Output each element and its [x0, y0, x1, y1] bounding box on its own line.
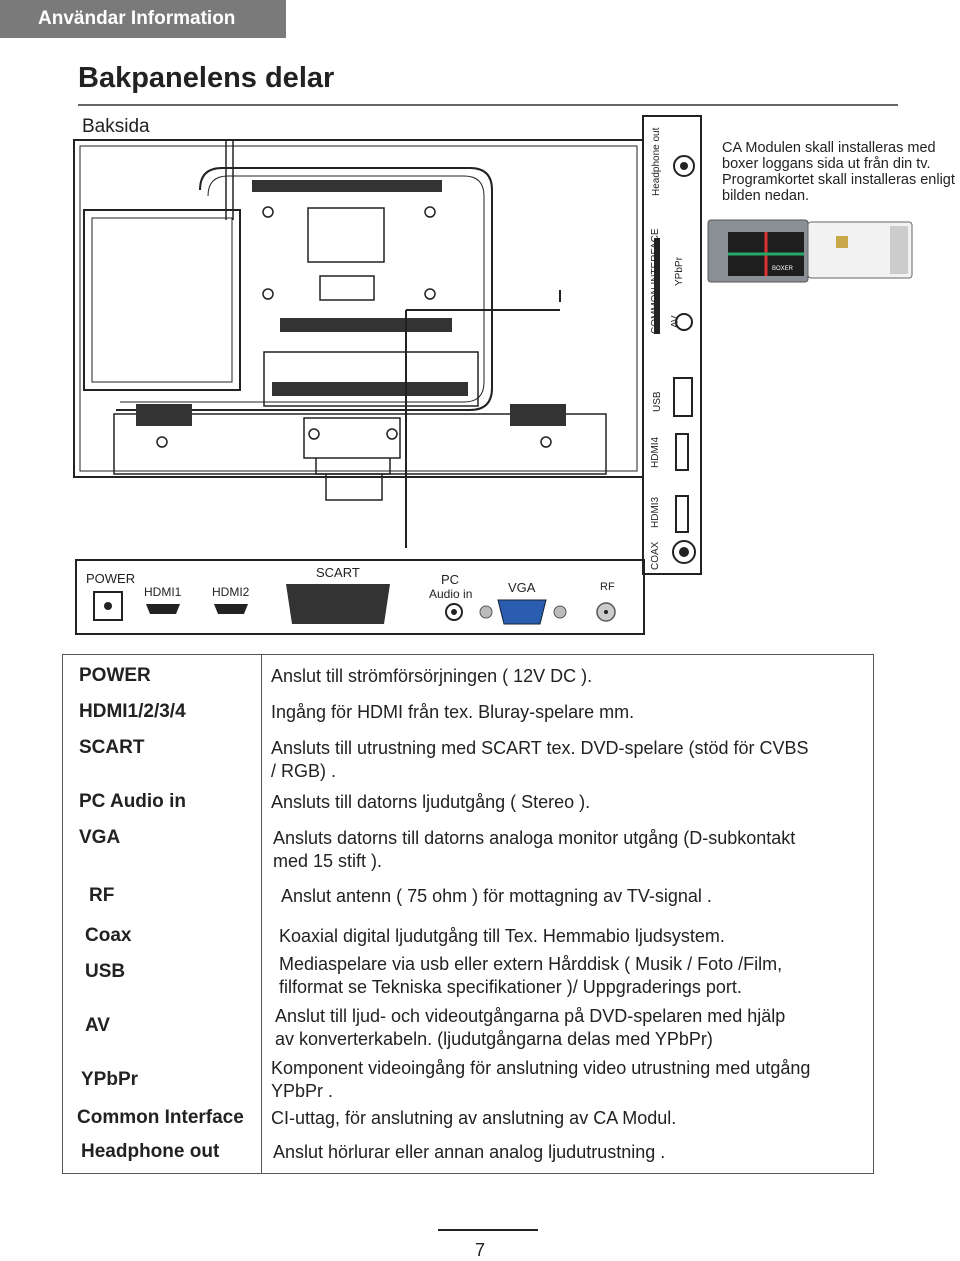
- connector-name: Headphone out: [81, 1141, 220, 1162]
- callout-lines: [405, 290, 561, 548]
- power-port-label: POWER: [86, 571, 135, 586]
- table-column-divider: [261, 655, 262, 1173]
- tv-rear-diagram: Headphone out COMMON INTERFACE YPbPr AV …: [73, 115, 913, 635]
- connector-name: VGA: [79, 827, 121, 848]
- connector-description: Anslut antenn ( 75 ohm ) för mottagning …: [281, 886, 712, 906]
- ca-module-note: CA Modulen skall installeras med boxer l…: [722, 140, 960, 204]
- connector-description: Koaxial digital ljudutgång till Tex. Hem…: [279, 926, 725, 946]
- connector-name: HDMI1/2/3/4: [79, 701, 186, 722]
- ci-module-illustration: BOXER: [707, 219, 913, 283]
- connector-description: Mediaspelare via usb eller extern Hårddi…: [279, 954, 783, 997]
- connector-name: YPbPr: [81, 1069, 139, 1090]
- section-header-tab: Användar Information: [0, 0, 286, 38]
- usb-label: USB: [652, 391, 663, 412]
- connector-description: Anslut till ljud- och videoutgångarna på…: [275, 1006, 786, 1049]
- headphone-out-label: Headphone out: [651, 127, 662, 196]
- screw-holes: [156, 206, 552, 448]
- connector-description: Komponent videoingång för anslutning vid…: [271, 1058, 811, 1101]
- scart-port-label: SCART: [316, 565, 360, 580]
- connector-name: SCART: [79, 737, 145, 758]
- vent-grilles: [136, 180, 566, 426]
- bottom-connector-panel: [75, 559, 645, 635]
- connector-description: Ansluts till datorns ljudutgång ( Stereo…: [271, 792, 591, 812]
- rf-port-label: RF: [600, 581, 615, 593]
- title-divider: [78, 104, 898, 106]
- ci-card-logo: BOXER: [772, 266, 794, 272]
- page-title: Bakpanelens delar: [78, 62, 335, 94]
- connector-description: Ansluts datorns till datorns analoga mon…: [273, 828, 796, 871]
- connector-description: Ansluts till utrustning med SCART tex. D…: [271, 738, 809, 781]
- connector-description: Anslut hörlurar eller annan analog ljudu…: [273, 1142, 666, 1162]
- ypbpr-label: YPbPr: [674, 256, 685, 286]
- audio-in-port-label: Audio in: [429, 587, 472, 601]
- connector-name: POWER: [79, 665, 151, 686]
- pc-port-label: PC: [441, 572, 459, 587]
- connector-name: PC Audio in: [79, 791, 186, 812]
- back-side-label: Baksida: [82, 116, 150, 137]
- connector-description: Anslut till strömförsörjningen ( 12V DC …: [271, 666, 593, 686]
- av-label: AV: [670, 315, 681, 328]
- connector-name: Common Interface: [77, 1107, 244, 1128]
- footer-rule: [438, 1229, 538, 1231]
- hdmi1-port-label: HDMI1: [144, 585, 182, 599]
- coax-label: COAX: [650, 541, 661, 570]
- hdmi2-port-label: HDMI2: [212, 585, 250, 599]
- ca-note-line: boxer loggans sida ut från din tv.: [722, 156, 931, 172]
- common-interface-label: COMMON INTERFACE: [650, 228, 661, 334]
- ca-note-line: CA Modulen skall installeras med: [722, 140, 936, 156]
- connector-name: AV: [85, 1015, 110, 1036]
- ca-note-line: Programkortet skall installeras enligt: [722, 172, 955, 188]
- vga-port-label: VGA: [508, 580, 536, 595]
- hdmi4-label: HDMI4: [650, 436, 661, 468]
- connector-name: Coax: [85, 925, 132, 946]
- ca-note-line: bilden nedan.: [722, 188, 810, 204]
- connector-description: CI-uttag, för anslutning av anslutning a…: [271, 1108, 677, 1128]
- hdmi3-label: HDMI3: [650, 496, 661, 528]
- tv-body: [73, 139, 644, 501]
- connector-description: Ingång för HDMI från tex. Bluray-spelare…: [271, 702, 635, 722]
- connector-name: USB: [85, 961, 126, 982]
- connector-spec-table: POWER Anslut till strömförsörjningen ( 1…: [62, 654, 874, 1174]
- connector-name: RF: [89, 885, 115, 906]
- side-connector-panel: [642, 115, 702, 575]
